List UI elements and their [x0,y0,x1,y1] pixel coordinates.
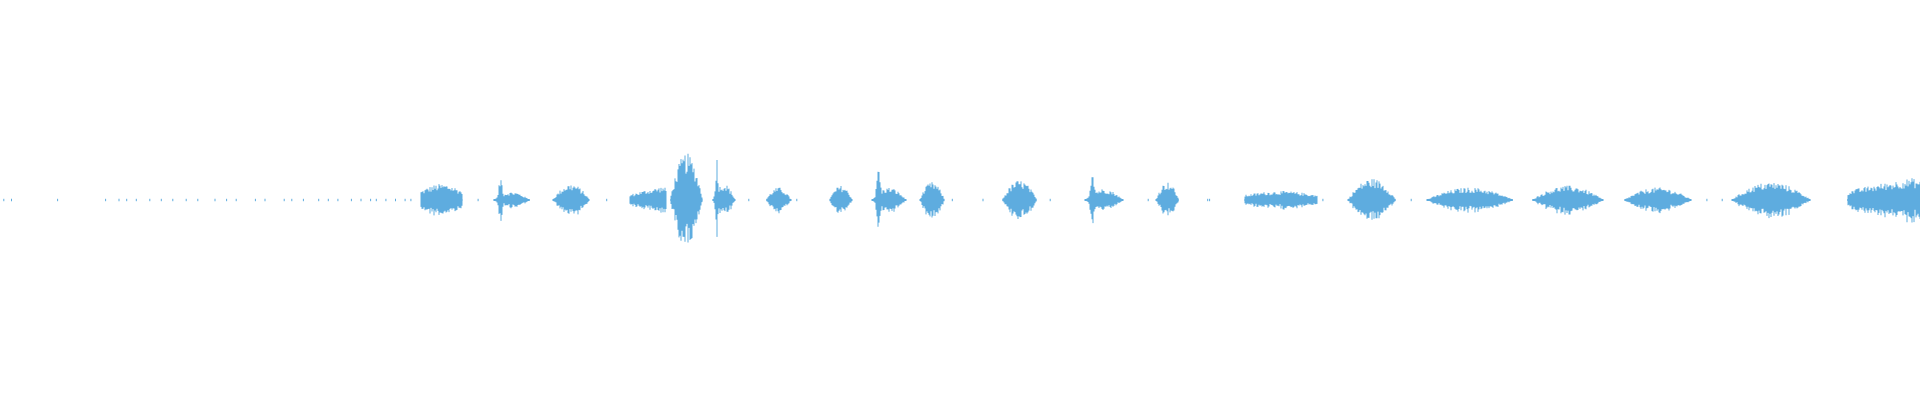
waveform-segment [493,180,530,221]
waveform-segment [712,160,736,237]
waveform-segment [1847,178,1920,223]
waveform-segment [1347,179,1396,220]
waveform-segment-path [712,160,736,237]
waveform-segment [766,187,792,214]
waveform-segment [1426,187,1513,213]
waveform-segment [1624,187,1692,214]
waveform-segment [871,171,907,227]
waveform-segment [629,187,667,213]
waveform-segment [1084,177,1124,224]
waveform-segment [420,184,463,216]
waveform-sound-segments [420,153,1920,243]
waveform-segment [919,182,945,218]
waveform-segment [1155,182,1179,216]
waveform-segment [670,153,703,243]
waveform-segment-path [1155,182,1179,216]
waveform-segment [552,185,590,215]
waveform-segment [1731,183,1811,219]
waveform-segment [829,186,853,213]
waveform-segment [1532,185,1604,215]
waveform-segment [1002,181,1037,219]
waveform-silence-ticks [3,198,1867,202]
waveform-segment-path [670,153,703,243]
waveform-segment [1244,191,1318,210]
